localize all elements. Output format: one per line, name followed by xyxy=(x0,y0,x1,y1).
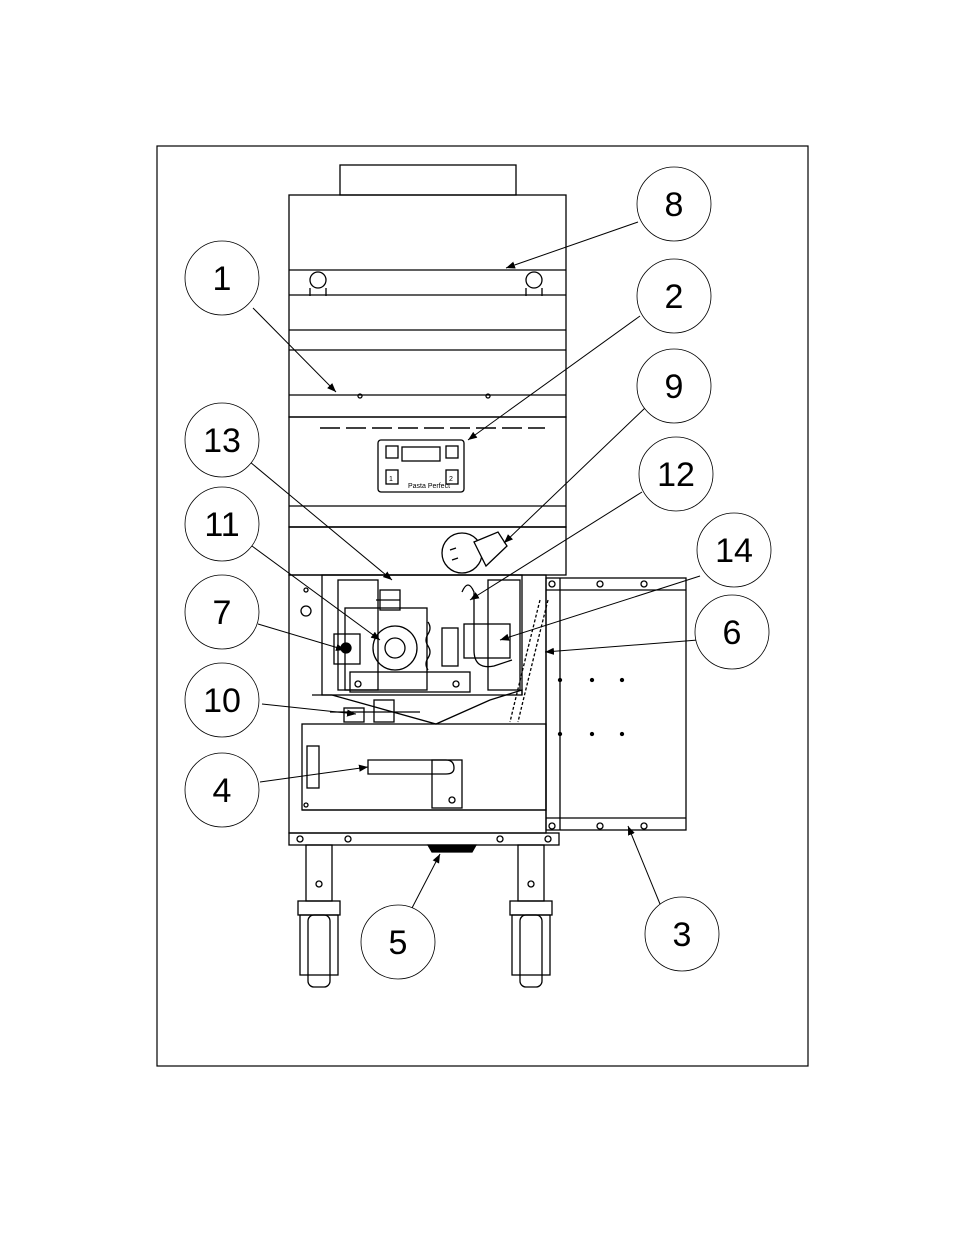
leader-7 xyxy=(258,624,345,650)
base-handle xyxy=(428,845,476,852)
leader-13 xyxy=(250,462,392,580)
callout-5: 5 xyxy=(361,905,435,979)
caster-right xyxy=(510,845,552,987)
svg-text:14: 14 xyxy=(715,532,753,570)
ignition-wire xyxy=(462,585,512,667)
fryer-unit xyxy=(289,165,686,987)
callout-8: 8 xyxy=(637,167,711,241)
callout-7: 7 xyxy=(185,575,259,649)
lower-front-panel xyxy=(289,527,566,575)
svg-text:10: 10 xyxy=(203,682,241,720)
lower-cabinet xyxy=(289,575,546,833)
svg-text:2: 2 xyxy=(665,278,684,316)
svg-text:11: 11 xyxy=(204,506,239,544)
leader-8 xyxy=(506,222,638,268)
gas-valve-assembly xyxy=(322,575,522,695)
leader-10 xyxy=(262,704,356,714)
callout-1: 1 xyxy=(185,241,259,315)
leader-2 xyxy=(468,316,640,440)
leader-11 xyxy=(252,546,380,640)
callout-4: 4 xyxy=(185,753,259,827)
callout-10: 10 xyxy=(185,663,259,737)
controller-key-2-label: 2 xyxy=(449,476,453,483)
fryer-base xyxy=(289,833,559,845)
callout-13: 13 xyxy=(185,403,259,477)
leader-4 xyxy=(260,767,368,782)
basket-hook-right xyxy=(526,272,542,296)
callout-11: 11 xyxy=(185,487,259,561)
controller-display xyxy=(402,447,440,461)
callout-6: 6 xyxy=(695,595,769,669)
svg-text:5: 5 xyxy=(389,924,408,962)
callout-3: 3 xyxy=(645,897,719,971)
svg-text:8: 8 xyxy=(665,186,684,224)
svg-text:13: 13 xyxy=(203,422,241,460)
leader-lines xyxy=(250,222,700,908)
controller-key-top-left[interactable] xyxy=(386,446,398,458)
caster-left xyxy=(298,845,340,987)
open-door[interactable] xyxy=(546,578,686,830)
gas-valve-knob[interactable] xyxy=(373,626,417,670)
drain-handle[interactable] xyxy=(368,760,454,774)
top-cabinet xyxy=(289,195,566,417)
gas-hose xyxy=(510,600,548,722)
svg-text:1: 1 xyxy=(213,260,232,298)
leader-14 xyxy=(500,576,700,640)
leader-5 xyxy=(412,854,440,908)
svg-text:12: 12 xyxy=(657,456,695,494)
controller-key-top-right[interactable] xyxy=(446,446,458,458)
controller-key-1-label: 1 xyxy=(389,476,393,483)
flue xyxy=(340,165,516,195)
drawer-handle-side[interactable] xyxy=(307,746,319,788)
svg-text:6: 6 xyxy=(723,614,742,652)
temperature-gauge xyxy=(442,532,507,573)
svg-text:7: 7 xyxy=(213,594,232,632)
drain-pan-cabinet xyxy=(302,724,546,810)
callout-14: 14 xyxy=(697,513,771,587)
svg-text:9: 9 xyxy=(665,368,684,406)
callout-2: 2 xyxy=(637,259,711,333)
controller-brand: Pasta Perfect xyxy=(408,483,450,490)
svg-text:3: 3 xyxy=(673,916,692,954)
svg-text:4: 4 xyxy=(213,772,232,810)
leader-9 xyxy=(504,408,645,543)
control-panel-housing xyxy=(289,417,566,527)
leader-3 xyxy=(628,826,660,904)
callout-12: 12 xyxy=(639,437,713,511)
callouts: 1 2 3 4 5 6 7 8 9 10 11 12 13 14 xyxy=(185,167,771,979)
leader-6 xyxy=(545,640,698,652)
basket-hook-left xyxy=(310,272,326,296)
callout-9: 9 xyxy=(637,349,711,423)
